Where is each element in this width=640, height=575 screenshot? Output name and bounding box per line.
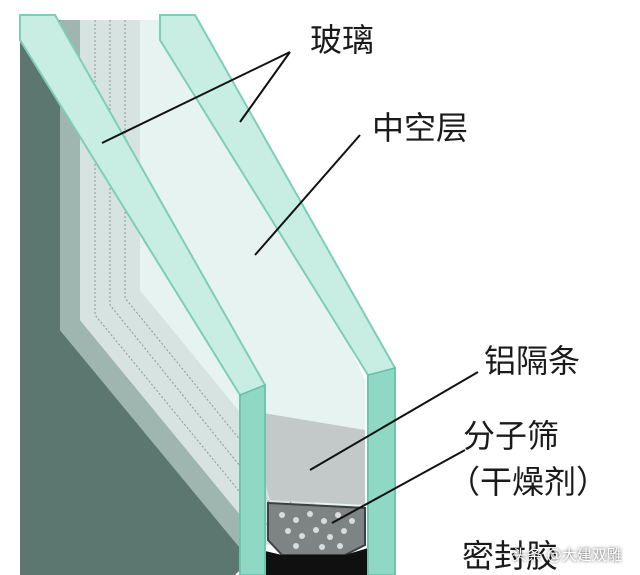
leader-glass-right <box>239 51 291 123</box>
front-glass-edge <box>367 367 396 575</box>
leader-glass-left <box>101 51 291 144</box>
label-molecular-sieve: 分子筛 <box>463 417 560 455</box>
label-sealant: 密封胶 <box>462 537 559 575</box>
interior-frame <box>80 20 345 545</box>
aluminum-spacer-bar <box>245 410 365 505</box>
frame-shadow <box>20 20 250 575</box>
label-desiccant: （干燥剂） <box>448 463 609 501</box>
hollow-air-space <box>140 20 365 545</box>
leader-molecular-sieve <box>331 449 466 524</box>
label-glass: 玻璃 <box>310 21 375 59</box>
sealant-strip <box>240 545 368 575</box>
back-glass-face <box>60 20 265 560</box>
label-hollow-layer: 中空层 <box>372 109 469 147</box>
back-glass-edge <box>239 383 266 575</box>
watermark: 头条 @大建双雕 <box>512 546 622 564</box>
desiccant-granules <box>279 511 355 550</box>
label-aluminum-spacer: 铝隔条 <box>484 342 581 380</box>
leader-lines <box>101 51 479 524</box>
leader-hollow-layer <box>254 134 361 256</box>
leader-aluminum-spacer <box>309 371 479 471</box>
